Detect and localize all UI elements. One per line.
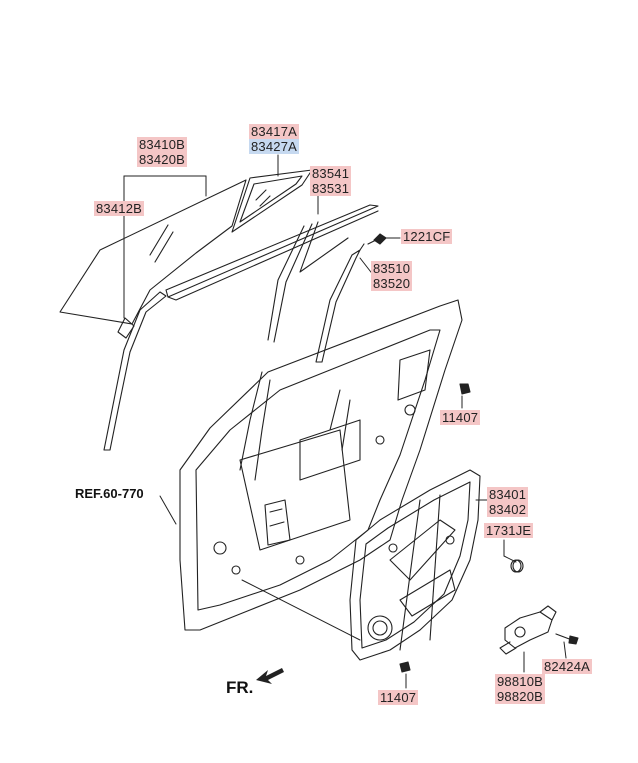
part-label-83541: 83541 [310, 166, 352, 181]
part-label-1221cf: 1221CF [401, 229, 453, 244]
part-label-83531: 83531 [310, 181, 352, 196]
screw [555, 633, 579, 645]
nut-bottom [399, 661, 411, 673]
part-label-82424a: 82424A [542, 659, 593, 674]
glass-run-channel [315, 243, 365, 363]
part-label-98810b: 98810B [495, 674, 546, 689]
part-label-83402: 83402 [487, 502, 529, 517]
bolt-top [367, 233, 387, 245]
window-regulator-module [349, 469, 481, 661]
part-label-83401: 83401 [487, 487, 529, 502]
grommet [510, 559, 524, 573]
part-label-83427a: 83427A [249, 139, 300, 154]
weatherstrip-channel [165, 204, 379, 343]
part-label-83412b: 83412B [94, 201, 145, 216]
quarter-glass [231, 169, 313, 233]
reference-label: REF.60-770 [75, 486, 144, 501]
part-label-83520: 83520 [371, 276, 413, 291]
part-label-1731je: 1731JE [484, 523, 534, 538]
leader-lines [123, 154, 567, 689]
front-direction-arrow [256, 668, 284, 684]
part-label-83420b: 83420B [137, 152, 188, 167]
part-label-83410b: 83410B [137, 137, 188, 152]
front-direction-label: FR. [226, 678, 254, 697]
door-inner-panel [179, 299, 463, 631]
part-label-11407-bottom: 11407 [378, 690, 419, 705]
part-label-11407-top: 11407 [440, 410, 481, 425]
part-label-83510: 83510 [371, 261, 413, 276]
part-label-83417a: 83417A [249, 124, 300, 139]
door-glass [59, 179, 247, 325]
regulator-motor [499, 605, 557, 655]
nut-top [459, 383, 471, 395]
front-channel [103, 291, 167, 451]
part-label-98820b: 98820B [495, 689, 546, 704]
